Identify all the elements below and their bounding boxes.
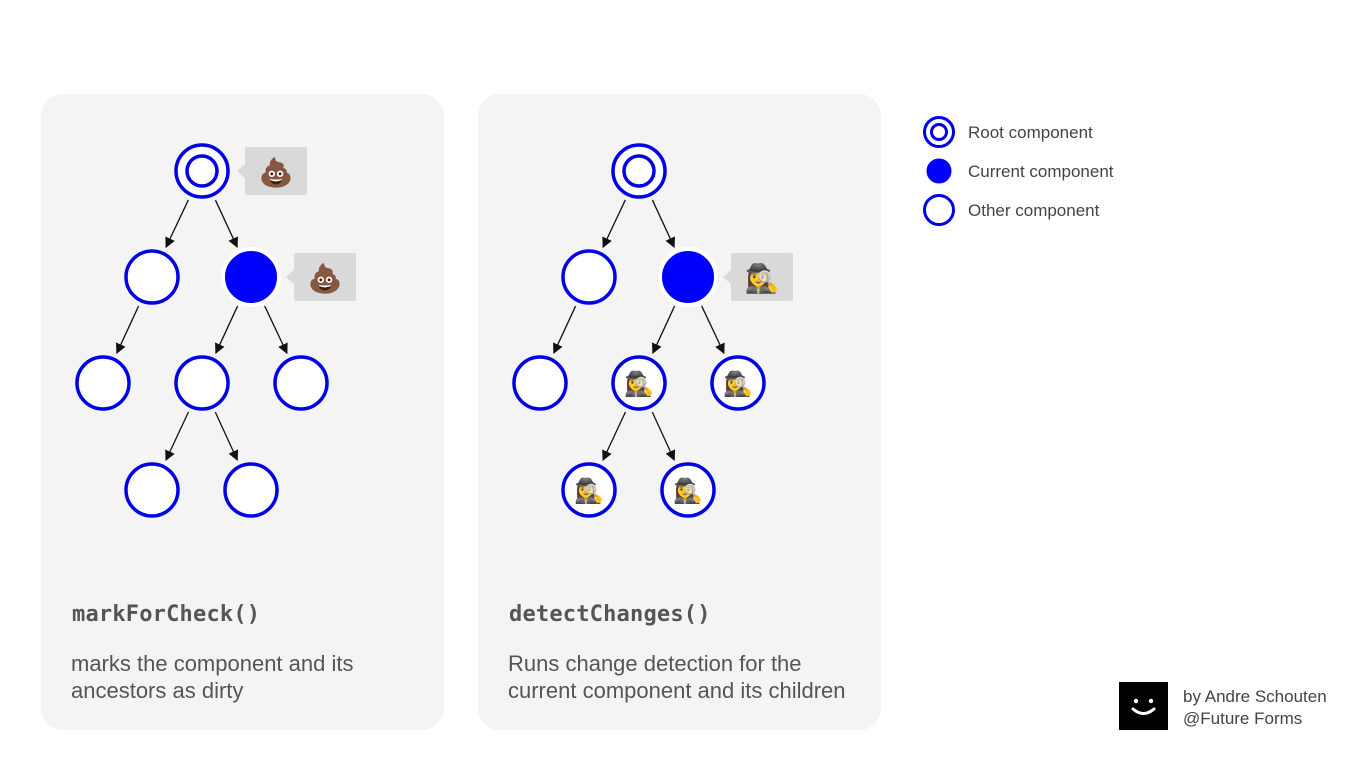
- panel-title: markForCheck(): [72, 602, 261, 627]
- tree-edge-arrow: [602, 199, 626, 249]
- tree-edge-arrow: [701, 305, 725, 355]
- tree-edge-arrow: [214, 199, 238, 248]
- tree-edge-arrow: [165, 199, 189, 249]
- other-component-node: [75, 355, 131, 411]
- tree-edge-arrow: [214, 411, 239, 461]
- legend-label: Root component: [968, 123, 1093, 142]
- detective-icon: 🕵️‍♀️: [745, 262, 780, 295]
- speech-bubble-badge: 💩: [237, 147, 307, 195]
- detective-icon: 🕵️‍♀️: [723, 370, 753, 398]
- panel-markforcheck: 💩💩 markForCheck() marks the component an…: [41, 94, 444, 730]
- root-component-node: [611, 143, 667, 199]
- author-org: @Future Forms: [1183, 709, 1303, 728]
- other-component-node: 🕵️‍♀️: [710, 355, 766, 411]
- other-component-node: [512, 355, 568, 411]
- speech-bubble-badge: 💩: [286, 253, 356, 301]
- other-component-node: 🕵️‍♀️: [660, 462, 716, 518]
- author-credit: by Andre Schouten @Future Forms: [1183, 686, 1327, 730]
- root-component-node: [174, 143, 230, 199]
- detective-icon: 🕵️‍♀️: [574, 477, 604, 505]
- panel-detectchanges: 🕵️‍♀️ 🕵️‍♀️ 🕵️‍♀️ 🕵️‍♀️ 🕵️‍♀️ detectChanges(…: [478, 94, 881, 730]
- poop-icon: 💩: [308, 262, 343, 295]
- current-component-icon: [923, 155, 955, 187]
- speech-bubble-badge: 🕵️‍♀️: [723, 253, 793, 301]
- other-component-node: [561, 249, 617, 305]
- current-component-node: [221, 247, 281, 307]
- other-component-node: 🕵️‍♀️: [561, 462, 617, 518]
- root-component-icon: [923, 116, 955, 148]
- tree-edge-arrow: [215, 305, 239, 354]
- author-name: by Andre Schouten: [1183, 687, 1327, 706]
- panel-description: Runs change detection for the current co…: [508, 651, 846, 703]
- panel-title: detectChanges(): [509, 602, 711, 627]
- tree-edge-arrow: [651, 411, 676, 461]
- tree-edge-arrow: [116, 305, 140, 354]
- detective-icon: 🕵️‍♀️: [624, 370, 654, 398]
- component-tree-diagram: 🕵️‍♀️ 🕵️‍♀️ 🕵️‍♀️ 🕵️‍♀️ 🕵️‍♀️: [512, 143, 793, 518]
- tree-edge-arrow: [602, 411, 627, 462]
- smiley-logo-icon: [1119, 682, 1168, 730]
- tree-edge-arrow: [651, 199, 675, 248]
- legend-label: Other component: [968, 201, 1100, 220]
- other-component-icon: [923, 194, 955, 226]
- other-component-node: [174, 355, 230, 411]
- other-component-node: [124, 249, 180, 305]
- tree-edge-arrow: [165, 411, 190, 462]
- poop-icon: 💩: [259, 156, 294, 189]
- detective-icon: 🕵️‍♀️: [673, 477, 703, 505]
- other-component-node: [273, 355, 329, 411]
- tree-edge-arrow: [553, 305, 577, 354]
- current-component-node: [658, 247, 718, 307]
- tree-edge-arrow: [652, 305, 676, 354]
- other-component-node: [124, 462, 180, 518]
- other-component-node: 🕵️‍♀️: [611, 355, 667, 411]
- panel-description: marks the component and its ancestors as…: [71, 651, 354, 703]
- other-component-node: [223, 462, 279, 518]
- tree-edge-arrow: [264, 305, 288, 355]
- legend-label: Current component: [968, 162, 1114, 181]
- component-tree-diagram: 💩💩: [75, 143, 356, 518]
